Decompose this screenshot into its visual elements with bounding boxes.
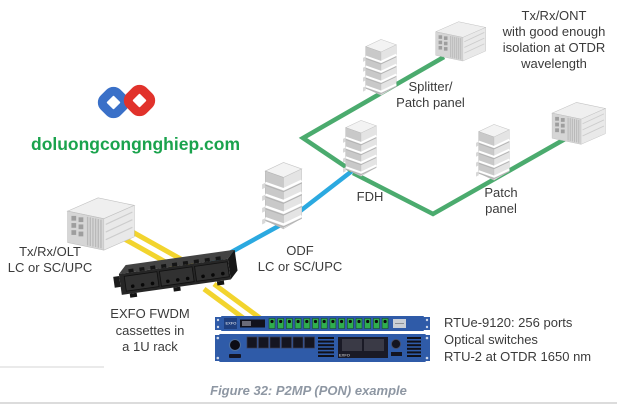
rtu-brand-text-top: EXFO	[226, 321, 237, 326]
fiber-fwdm-to-rtu-2	[212, 281, 262, 321]
cassette-top-bumps	[128, 256, 221, 273]
patch-panel-label: Patch panel	[468, 185, 534, 217]
fwdm-label-line3: a 1U rack	[122, 339, 178, 354]
rtu-switch-ports	[268, 318, 406, 329]
odf-tower-icon	[262, 155, 305, 232]
table-rule-bottom	[0, 402, 617, 404]
rtu-label-line2: Optical switches	[444, 332, 538, 347]
table-rule-left	[0, 366, 104, 368]
ont-label-line4: wavelength	[521, 56, 587, 71]
fdh-label: FDH	[338, 189, 402, 205]
olt-label-line2: LC or SC/UPC	[7, 260, 93, 275]
rtu-label-line3: RTU-2 at OTDR 1650 nm	[444, 349, 592, 364]
ont-cabinet-top-icon	[430, 13, 490, 69]
rtu-module-slots	[246, 336, 315, 349]
rtu-optical-switch-unit: EXFO	[215, 316, 430, 331]
ont-label-line3: isolation at OTDR	[502, 40, 606, 55]
splitter-label-line2: Patch panel	[396, 95, 465, 110]
patch-label-line1: Patch	[484, 185, 518, 200]
ont-label-line2: with good enough	[502, 24, 606, 39]
rtu-vent-right	[407, 337, 421, 357]
rtu-brand-text-bottom: EXFO	[339, 353, 350, 358]
fiber-fdh-patch-ont	[351, 137, 567, 217]
watermark-domain-text: doluongcongnghiep.com	[31, 134, 241, 154]
rtu-label-line1: RTUe-9120: 256 ports	[444, 315, 573, 330]
fwdm-label-line1: EXFO FWDM	[110, 306, 190, 321]
ont-label: Tx/Rx/ONT with good enough isolation at …	[491, 8, 617, 72]
fwdm-cassette-icon	[113, 250, 238, 298]
cassette-ports	[130, 271, 225, 289]
fwdm-label-line2: cassettes in	[115, 322, 185, 338]
fwdm-cassette-label: EXFO FWDM cassettes in a 1U rack	[88, 306, 212, 356]
splitter-label-line1: Splitter/	[408, 79, 453, 94]
rtu-label: RTUe-9120: 256 ports Optical switches RT…	[444, 314, 617, 365]
watermark-logo-icon	[97, 84, 156, 119]
fdh-tower-icon	[343, 114, 379, 179]
patch-label-line2: panel	[485, 201, 517, 216]
rtu-otdr-unit: EXFO	[215, 334, 430, 362]
fiber-fdh-splitter-ont	[298, 55, 446, 173]
odf-label: ODF LC or SC/UPC	[241, 243, 359, 275]
rtu-vent-left	[318, 337, 334, 357]
figure-caption: Figure 32: P2MP (PON) example	[210, 383, 407, 398]
patch-panel-tower-icon	[476, 118, 512, 183]
splitter-patch-label: Splitter/ Patch panel	[373, 79, 488, 111]
ont-cabinet-right-icon	[546, 96, 610, 150]
odf-label-line2: LC or SC/UPC	[257, 259, 343, 274]
olt-label: Tx/Rx/OLT LC or SC/UPC	[0, 244, 100, 276]
odf-label-line1: ODF	[286, 243, 314, 258]
ont-label-line1: Tx/Rx/ONT	[521, 8, 587, 23]
olt-label-line1: Tx/Rx/OLT	[19, 244, 81, 259]
fdh-label-line1: FDH	[356, 189, 384, 204]
rtu-rack-icon: EXFO	[215, 316, 430, 362]
